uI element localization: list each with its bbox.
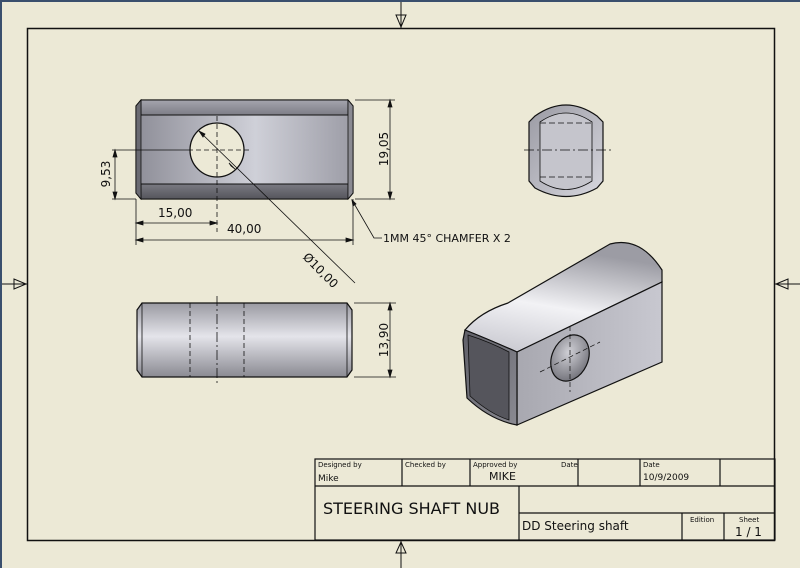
top-view-dimensions [354,301,396,379]
designed-by-label: Designed by [318,461,362,469]
title-block-lines [314,458,776,541]
approved-by-value: MIKE [489,470,516,483]
designed-by-value: Mike [318,474,339,484]
drawing-title: STEERING SHAFT NUB [323,499,501,518]
checked-by-label: Checked by [405,461,446,469]
front-view-dimensions [112,98,395,284]
window-frame-left [0,0,2,568]
window-frame-top [0,0,800,2]
approved-date-label: Date [561,461,578,469]
drawing-subtitle: DD Steering shaft [522,519,629,533]
sheet-label: Sheet [739,516,760,524]
dim-15-00: 15,00 [158,206,193,220]
top-view [136,296,353,385]
date-label: Date [643,461,660,469]
edition-label: Edition [690,516,715,524]
chamfer-note: 1MM 45° CHAMFER X 2 [383,232,511,245]
center-mark-right [774,278,800,290]
isometric-view [462,241,663,426]
center-mark-top [395,2,407,29]
center-mark-bottom [395,540,407,568]
dim-19-05: 19,05 [377,131,391,167]
dim-13-90: 13,90 [377,322,391,358]
dim-40-00: 40,00 [227,222,262,236]
side-view [524,104,612,197]
center-mark-left [2,278,28,290]
date-value: 10/9/2009 [643,473,690,483]
dim-9-53: 9,53 [99,160,113,188]
approved-by-label: Approved by [473,461,518,469]
sheet-value: 1 / 1 [735,525,762,539]
